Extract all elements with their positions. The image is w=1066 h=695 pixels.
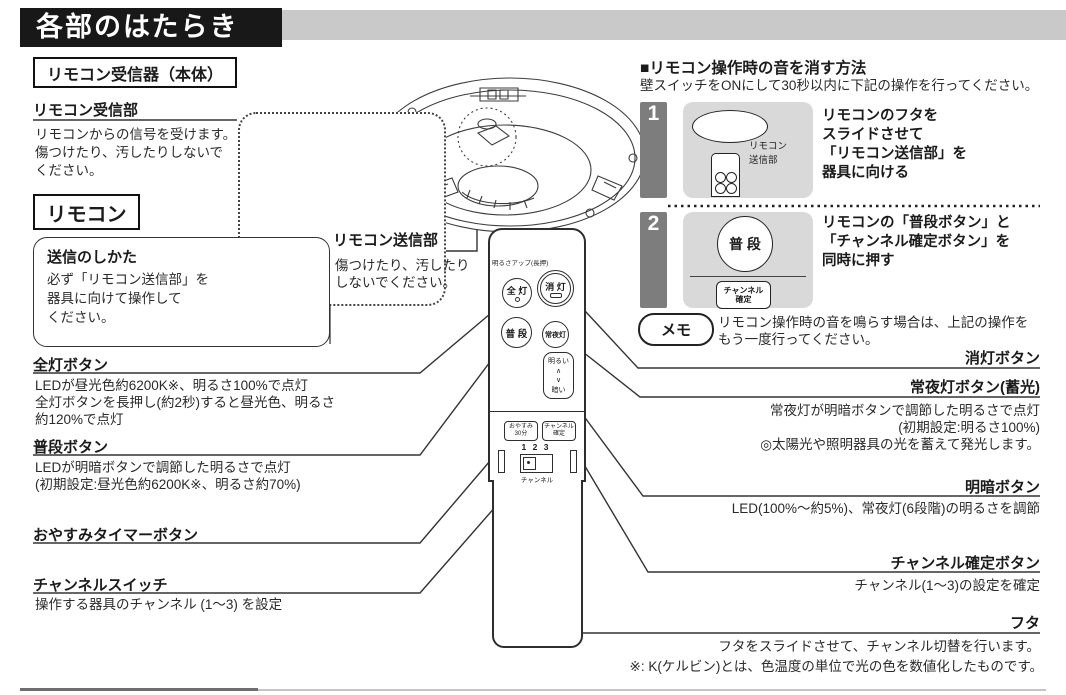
step1-illus-label: リモコン	[749, 141, 788, 152]
label-zento-line: 約120%で点灯	[35, 412, 124, 427]
rocker-label-bright: 明るい	[548, 358, 569, 365]
header-gray-band	[264, 10, 1066, 40]
remote-panel-line	[489, 411, 585, 412]
howto-line: 器具に向けて操作して	[47, 291, 182, 306]
label-joyato-line: (初期設定:明るさ100%)	[898, 420, 1040, 435]
remote-button-joyato: 常夜灯	[542, 321, 569, 348]
step1-line: リモコンのフタを	[822, 108, 938, 124]
page-title: 各部のはたらき	[20, 8, 282, 47]
receiver-desc-line: ください。	[35, 163, 103, 178]
oyasumi-label: おやすみ	[508, 423, 533, 430]
step2-line: 同時に押す	[822, 253, 895, 269]
step2-fudan-button-drawing: 普 段	[717, 216, 773, 272]
kakutei-label2: 確定	[552, 431, 565, 437]
remote-button-zento-label: 全 灯	[506, 286, 528, 296]
step2-number: 2	[640, 212, 667, 308]
step1-remote-drawing	[711, 153, 740, 197]
channel-numbers: 1 2 3	[521, 442, 551, 452]
oyasumi-label2: 30分	[514, 431, 528, 437]
remote-cover	[492, 480, 583, 648]
remote-button-fudan-label: 普 段	[505, 328, 528, 340]
label-kakutei-line: チャンネル(1～3)の設定を確定	[854, 578, 1040, 593]
step1-line: 器具に向ける	[822, 165, 909, 181]
kakutei-label: チャンネル	[544, 423, 574, 430]
label-fudan-line: (初期設定:昼光色約6200K※、明るさ約70%)	[35, 477, 301, 492]
label-futa-line: フタをスライドさせて、チャンネル切替を行います。	[718, 639, 1040, 654]
step2-pill-line2: 確定	[735, 295, 752, 304]
remote-button-shoto-label: 消 灯	[545, 281, 566, 292]
remote-button-shoto: 消 灯	[540, 273, 571, 304]
mini-button	[715, 183, 726, 194]
footer-rule-light	[258, 689, 1046, 691]
mini-button	[726, 172, 737, 183]
step1-line: 「リモコン送信部」を	[822, 146, 967, 162]
remote-button-fudan: 普 段	[501, 317, 532, 348]
mini-button	[726, 183, 737, 194]
transmitter-line: しないでください。	[335, 275, 457, 290]
howto-box	[33, 237, 330, 347]
howto-title: 送信のしかた	[47, 249, 138, 266]
footer-rule-dark	[20, 688, 258, 691]
howto-line: 必ず「リモコン送信部」を	[47, 272, 209, 287]
remote-rail-left	[498, 450, 505, 473]
indicator-bar	[549, 292, 562, 298]
step2-pill-line: チャンネル	[723, 285, 764, 295]
remote-channel-switch	[520, 454, 553, 473]
rocker-up-icon: ∧	[555, 368, 562, 375]
howto-line: ください。	[47, 310, 115, 325]
step2-line: 「チャンネル確定ボタン」を	[822, 234, 1011, 250]
label-channel-line: 操作する器具のチャンネル (1～3) を設定	[35, 597, 283, 612]
transmitter-title: リモコン送信部	[333, 232, 439, 249]
memo-line: リモコン操作時の音を鳴らす場合は、上記の操作を	[718, 315, 1029, 330]
label-shoto-title: 消灯ボタン	[964, 350, 1040, 367]
label-meian-line: LED(100%～約5%)、常夜灯(6段階)の明るさを調節	[731, 501, 1040, 516]
step2-divider	[690, 276, 806, 277]
mute-title: ■リモコン操作時の音を消す方法	[640, 60, 867, 77]
switch-knob	[523, 457, 536, 470]
receiver-part-title: リモコン受信部	[33, 102, 139, 119]
label-zento-line: LEDが昼光色約6200K※、明るさ100%で点灯	[35, 378, 309, 393]
remote-rocker-brightness: 明るい ∧ ∨ 暗い	[543, 352, 574, 399]
rocker-label-dark: 暗い	[551, 387, 566, 394]
remote-button-shoto-ring: 消 灯	[537, 270, 574, 307]
label-zento-line: 全灯ボタンを長押し(約2秒)すると昼光色、明るさ	[35, 395, 335, 410]
step1-illus-label2: 送信部	[749, 155, 778, 166]
channel-label: チャンネル	[520, 477, 554, 484]
label-fudan-title: 普段ボタン	[33, 439, 109, 456]
transmitter-line: 傷つけたり、汚したり	[335, 258, 470, 273]
mute-subtitle: 壁スイッチをONにして30秒以内に下記の操作を行ってください。	[640, 78, 1039, 93]
step1-number: 1	[640, 102, 667, 198]
label-channel-title: チャンネルスイッチ	[33, 577, 168, 594]
label-joyato-title: 常夜灯ボタン(蓄光)	[910, 379, 1040, 396]
step1-line: スライドさせて	[822, 127, 924, 143]
mini-button	[715, 172, 726, 183]
step1-lamp-drawing	[692, 110, 768, 143]
memo-line: もう一度行ってください。	[718, 332, 879, 347]
step2-line: リモコンの「普段ボタン」と	[822, 215, 1011, 231]
switch-dot	[527, 461, 530, 464]
remote-button-joyato-label: 常夜灯	[545, 331, 566, 339]
section-box-remote: リモコン	[33, 194, 140, 230]
label-kakutei-title: チャンネル確定ボタン	[890, 555, 1040, 572]
step2-kakutei-button-drawing: チャンネル 確定	[716, 281, 771, 309]
section-box-receiver: リモコン受信器（本体）	[33, 57, 237, 88]
remote-rail-right	[570, 450, 577, 473]
indicator-dot	[514, 297, 520, 302]
memo-badge: メモ	[638, 313, 714, 346]
rocker-down-icon: ∨	[555, 377, 562, 384]
remote-button-zento: 全 灯	[502, 278, 532, 308]
label-fudan-line: LEDが明暗ボタンで調節した明るさで点灯	[35, 460, 291, 475]
label-joyato-line: ◎太陽光や照明器具の光を蓄えて発光します。	[760, 437, 1040, 452]
remote-button-kakutei: チャンネル 確定	[542, 421, 576, 441]
kelvin-footnote: ※: K(ケルビン)とは、色温度の単位で光の色を数値化したものです。	[629, 659, 1043, 674]
remote-top-note: 明るさアップ(長押)	[492, 260, 549, 267]
receiver-desc-line: 傷つけたり、汚したりしないで	[35, 145, 224, 160]
label-meian-title: 明暗ボタン	[964, 479, 1040, 496]
label-joyato-line: 常夜灯が明暗ボタンで調節した明るさで点灯	[770, 403, 1040, 418]
label-zento-title: 全灯ボタン	[33, 357, 109, 374]
remote-button-oyasumi: おやすみ 30分	[504, 421, 538, 441]
receiver-desc-line: リモコンからの信号を受けます。	[35, 127, 237, 142]
label-oyasumi-title: おやすみタイマーボタン	[33, 527, 199, 544]
label-futa-title: フタ	[1009, 615, 1040, 632]
